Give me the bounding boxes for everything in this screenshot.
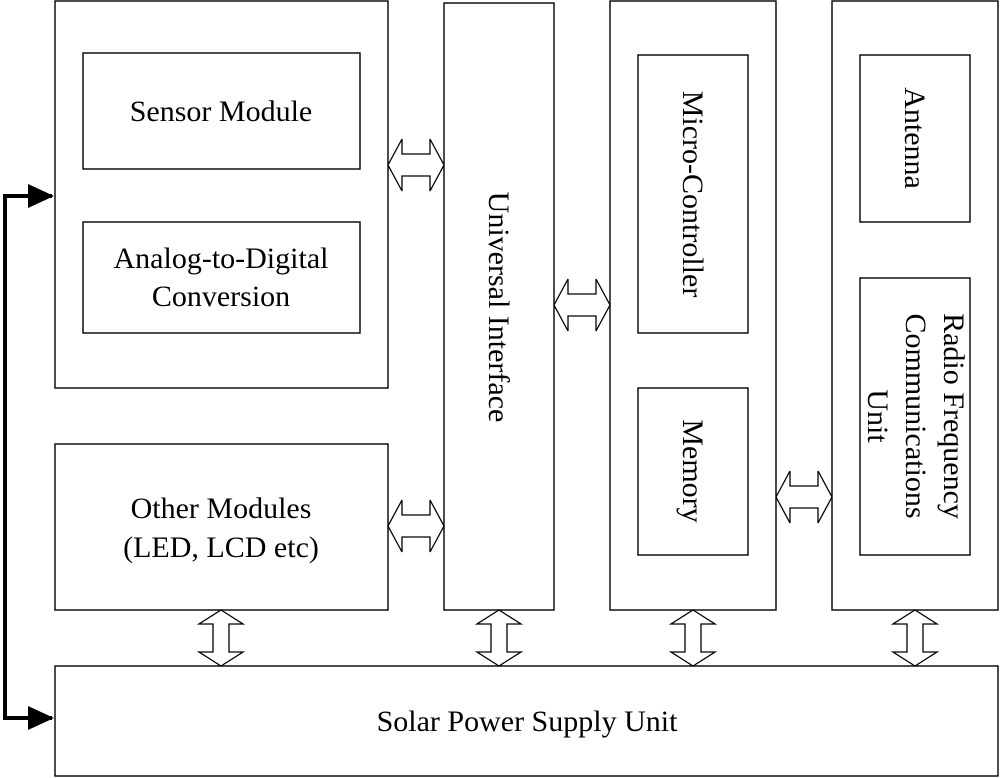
other-modules-label-line1: Other Modules [131,492,312,525]
adc-box [82,221,361,334]
vertical-connectors [196,609,940,667]
horizontal-connectors [387,138,833,553]
power-feed-arrow-top-icon [28,184,54,208]
adc-label-line1: Analog-to-Digital [114,242,329,275]
processor-to-communication-arrow-icon [775,470,833,524]
sensor-module-box [82,52,361,170]
power-feed-arrow-bottom-icon [28,706,54,730]
interface-to-power-arrow-icon [474,609,524,667]
memory-label: Memory [676,419,709,522]
rf-label-line2: Communications [899,314,932,519]
adc-label-line2: Conversion [152,280,290,313]
universal-interface-label: Universal Interface [482,192,515,423]
power-feed-line [3,194,52,720]
antenna-label: Antenna [898,87,931,189]
micro-controller-label: Micro-Controller [676,91,709,298]
other-modules-box [54,443,389,611]
antenna-box [859,54,971,223]
universal-interface-box [443,2,555,611]
sensing-to-interface-arrow-icon [387,138,445,192]
rf-unit-box [859,277,971,556]
sensor-module-label: Sensor Module [130,95,313,128]
memory-box [637,387,749,556]
communication-to-power-arrow-icon [890,609,940,667]
solar-power-supply-label: Solar Power Supply Unit [377,705,679,738]
processor-to-power-arrow-icon [668,609,718,667]
interface-to-processor-arrow-icon [553,278,611,332]
other-modules-to-power-arrow-icon [196,609,246,667]
solar-power-supply-box [54,665,999,777]
micro-controller-box [637,54,749,334]
rf-label-line3: Unit [861,389,894,443]
other-modules-label-line2: (LED, LCD etc) [123,531,319,564]
other-modules-to-interface-arrow-icon [387,499,445,553]
rf-label-line1: Radio Frequency [937,313,970,519]
